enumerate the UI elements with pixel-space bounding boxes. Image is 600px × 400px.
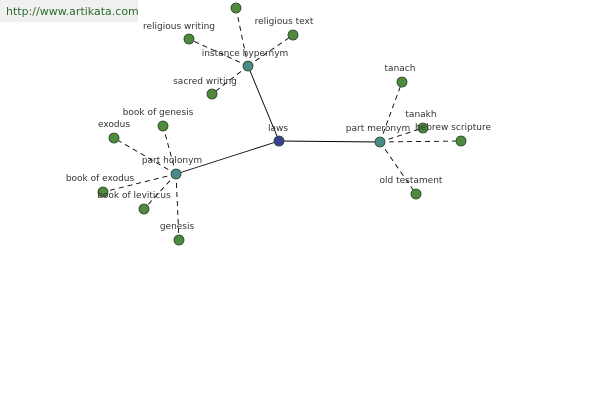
label-religious-text: religious text <box>255 17 314 27</box>
edge-part-holonym-to-book-of-leviticus <box>143 173 177 210</box>
label-exodus: exodus <box>98 120 130 130</box>
label-tanakh: tanakh <box>405 110 436 120</box>
node-exodus[interactable] <box>108 132 120 144</box>
label-sacred-writing: sacred writing <box>173 77 237 87</box>
edges-layer <box>102 7 462 241</box>
node-book-of-genesis[interactable] <box>157 120 169 132</box>
node-old-testament[interactable] <box>410 188 422 200</box>
label-instance-hypernym: instance hypernym <box>202 49 289 59</box>
edge-part-holonym-to-book-of-exodus <box>102 173 177 193</box>
node-genesis[interactable] <box>173 234 185 246</box>
edge-instance-hypernym-to-religious-text <box>247 34 294 67</box>
edge-instance-hypernym-to-hyp-unlabeled <box>235 7 249 67</box>
node-hebrew-scripture[interactable] <box>455 135 467 147</box>
node-hyp-unlabeled[interactable] <box>230 2 242 14</box>
node-tanakh[interactable] <box>417 122 429 134</box>
edge-laws-to-instance-hypernym <box>247 65 280 142</box>
node-religious-writing[interactable] <box>183 33 195 45</box>
label-old-testament: old testament <box>380 176 443 186</box>
label-part-meronym: part meronym <box>346 124 410 134</box>
label-book-of-exodus: book of exodus <box>66 174 135 184</box>
edge-instance-hypernym-to-religious-writing <box>188 38 249 67</box>
edge-part-holonym-to-book-of-genesis <box>162 125 177 175</box>
label-hebrew-scripture: hebrew scripture <box>415 123 492 133</box>
label-genesis: genesis <box>160 222 195 232</box>
node-laws[interactable] <box>273 135 285 147</box>
labels-layer: laws instance hypernym part meronym part ho… <box>66 17 492 232</box>
node-religious-text[interactable] <box>287 29 299 41</box>
edge-laws-to-part-meronym <box>278 140 381 143</box>
node-part-holonym[interactable] <box>170 168 182 180</box>
node-instance-hypernym[interactable] <box>242 60 254 72</box>
node-tanach[interactable] <box>396 76 408 88</box>
edge-part-holonym-to-exodus <box>113 137 177 175</box>
header-bar: http://www.artikata.com <box>0 0 139 22</box>
edge-part-meronym-to-old-testament <box>379 141 417 195</box>
nodes-layer <box>97 2 467 246</box>
label-laws: laws <box>268 124 288 134</box>
node-book-of-exodus[interactable] <box>97 186 109 198</box>
edge-part-meronym-to-tanakh <box>379 127 424 143</box>
edge-part-meronym-to-tanach <box>379 81 403 143</box>
node-part-meronym[interactable] <box>374 136 386 148</box>
label-book-of-genesis: book of genesis <box>123 108 194 118</box>
label-book-of-leviticus: book of leviticus <box>97 191 171 201</box>
node-book-of-leviticus[interactable] <box>138 203 150 215</box>
label-part-holonym: part holonym <box>142 156 202 166</box>
node-sacred-writing[interactable] <box>206 88 218 100</box>
label-religious-writing: religious writing <box>143 22 215 32</box>
edge-part-holonym-to-genesis <box>175 173 180 241</box>
edge-laws-to-part-holonym <box>175 140 280 175</box>
site-url-link[interactable]: http://www.artikata.com <box>6 5 139 18</box>
edge-instance-hypernym-to-sacred-writing <box>211 65 249 95</box>
edge-part-meronym-to-hebrew-scripture <box>379 140 462 143</box>
label-tanach: tanach <box>385 64 416 74</box>
